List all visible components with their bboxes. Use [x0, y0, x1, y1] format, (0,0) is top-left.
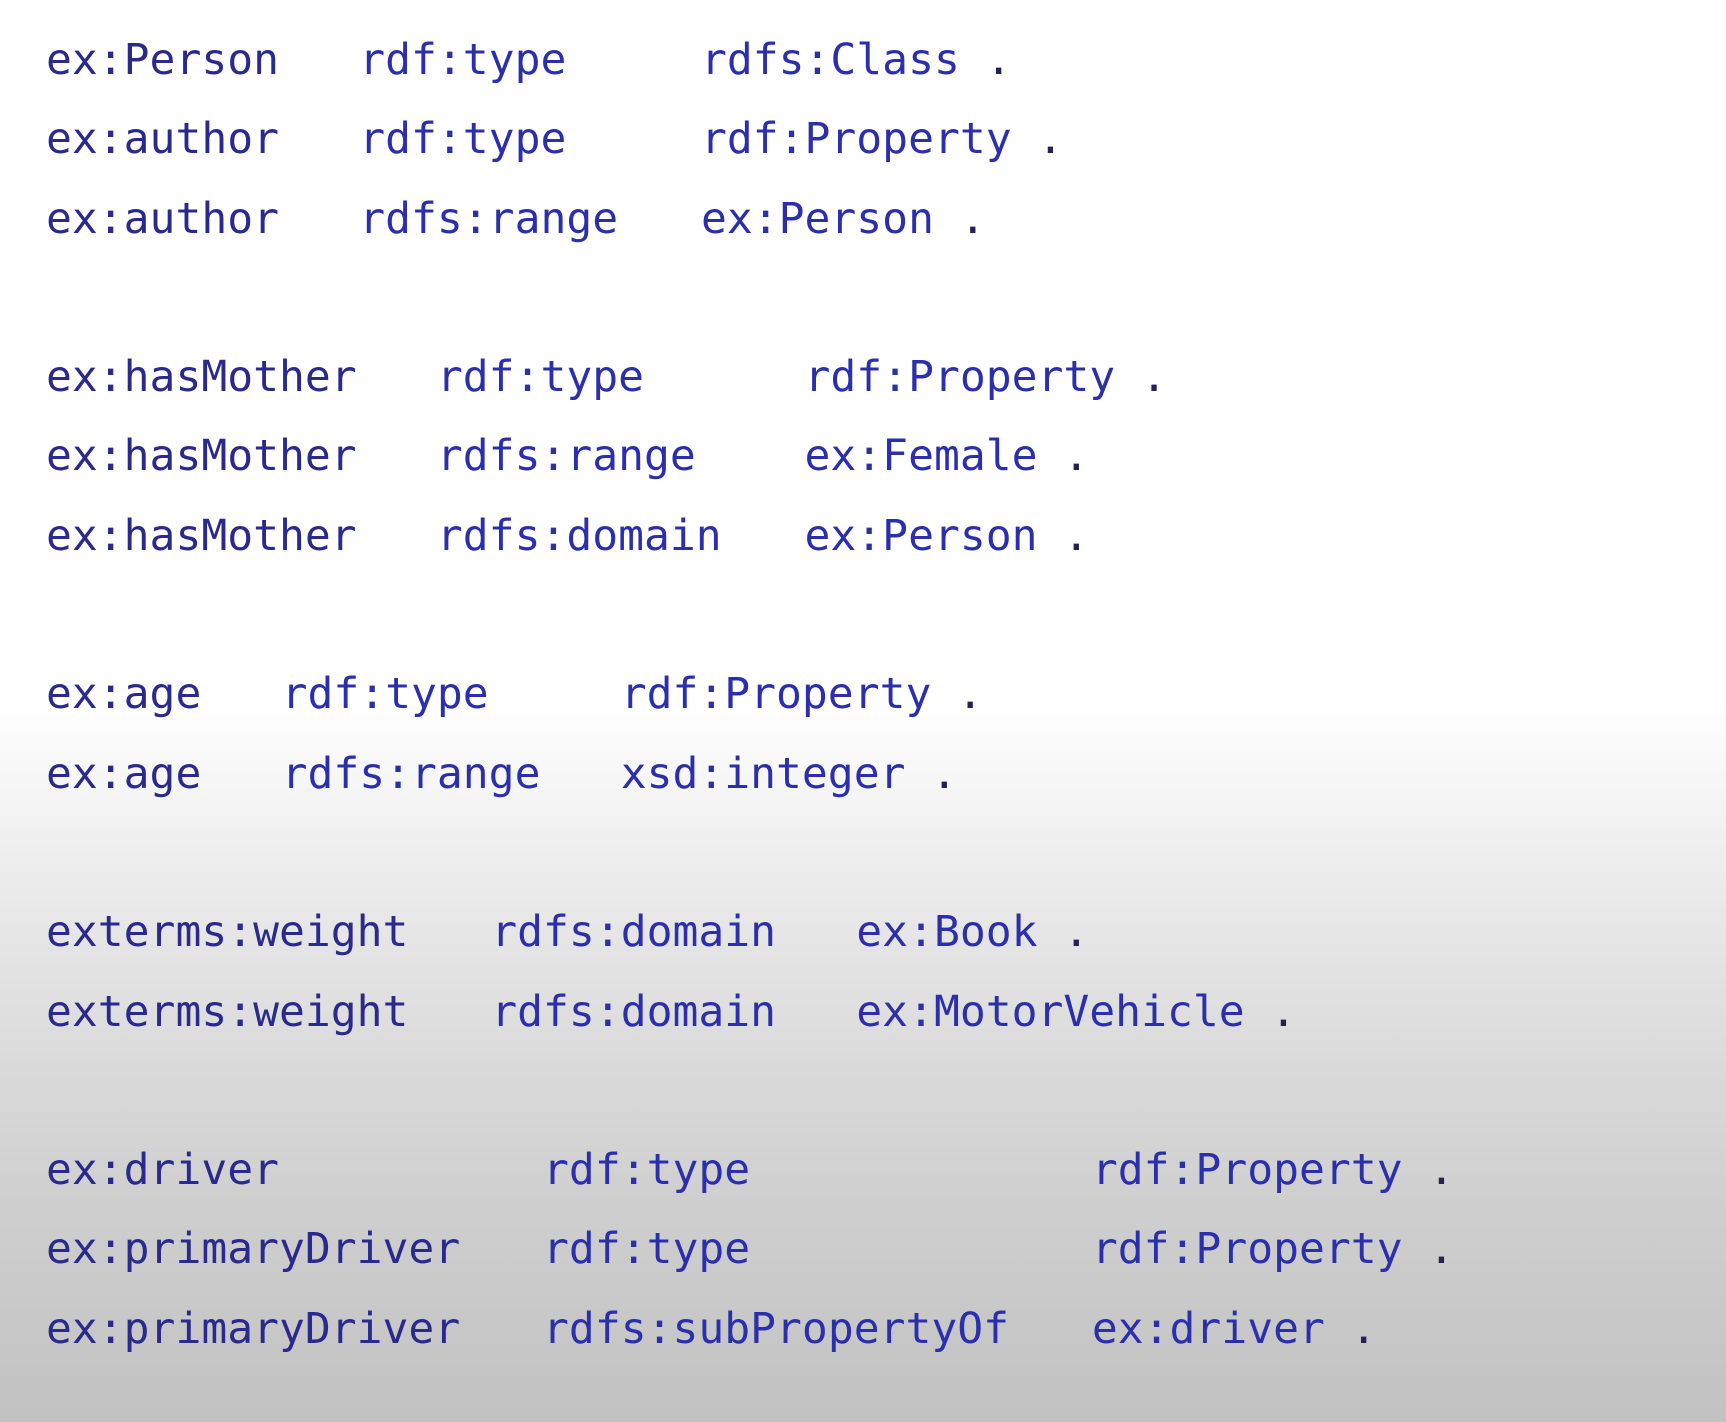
- object-text: ex:MotorVehicle: [856, 986, 1245, 1037]
- statement-terminator: .: [959, 193, 986, 244]
- triple-subject: exterms:weight: [46, 907, 409, 958]
- triple-subject: ex:hasMother: [46, 431, 357, 482]
- triple-row: ex:hasMother rdfs:range ex:Female .: [46, 417, 1726, 496]
- triple-row: exterms:weight rdfs:domain ex:MotorVehicle…: [46, 973, 1726, 1052]
- statement-terminator: .: [957, 669, 984, 720]
- triple-object: rdfs:Class .: [701, 21, 1012, 100]
- triple-row: ex:primaryDriver rdf:type rdf:Property .: [46, 1210, 1726, 1289]
- object-text: ex:Person: [700, 193, 934, 244]
- triple-object: rdf:Property .: [805, 338, 1167, 417]
- statement-terminator: .: [985, 35, 1012, 85]
- triple-subject: ex:hasMother: [46, 352, 357, 403]
- triple-object: rdf:Property .: [701, 100, 1063, 179]
- triple-object: rdf:Property .: [1092, 1210, 1454, 1289]
- object-text: ex:Book: [856, 907, 1038, 958]
- triple-row: ex:age rdfs:range xsd:integer .: [46, 735, 1726, 814]
- triple-subject: ex:hasMother: [46, 510, 357, 561]
- triple-object: ex:Person .: [805, 497, 1090, 576]
- triple-subject: ex:driver: [46, 1145, 279, 1196]
- object-text: rdf:Property: [804, 352, 1116, 403]
- triple-object: ex:driver .: [1092, 1290, 1377, 1369]
- triple-predicate: rdfs:subPropertyOf: [543, 1303, 1010, 1354]
- triple-predicate: rdfs:domain: [491, 986, 777, 1037]
- object-text: rdf:Property: [620, 669, 932, 720]
- statement-terminator: .: [1063, 510, 1090, 561]
- triple-subject: exterms:weight: [46, 986, 409, 1037]
- object-text: ex:driver: [1091, 1303, 1325, 1354]
- triple-predicate: rdf:type: [359, 114, 567, 165]
- triple-group: ex:age rdf:type rdf:Property . ex:age rdfs:r…: [46, 655, 1726, 814]
- object-text: xsd:integer: [620, 748, 906, 799]
- statement-terminator: .: [1428, 1145, 1455, 1196]
- triple-predicate: rdfs:range: [359, 193, 619, 244]
- triple-subject: ex:age: [46, 669, 202, 720]
- triple-object: ex:Person .: [701, 180, 986, 259]
- triple-row: ex:hasMother rdf:type rdf:Property .: [46, 338, 1726, 417]
- triple-subject: ex:Person: [46, 35, 279, 85]
- triple-object: ex:Female .: [805, 417, 1090, 496]
- statement-terminator: .: [1037, 114, 1064, 165]
- triple-object: rdf:Property .: [1092, 1131, 1454, 1210]
- object-text: ex:Female: [804, 431, 1038, 482]
- statement-terminator: .: [1270, 986, 1297, 1037]
- statement-terminator: .: [1063, 431, 1090, 482]
- triple-group: ex:Person rdf:type rdfs:Class . ex:author rd…: [46, 21, 1726, 259]
- statement-terminator: .: [1063, 907, 1090, 958]
- triple-subject: ex:author: [46, 193, 279, 244]
- triple-row: ex:author rdfs:range ex:Person .: [46, 180, 1726, 259]
- statement-terminator: .: [931, 748, 958, 799]
- object-text: rdf:Property: [1091, 1145, 1403, 1196]
- triple-predicate: rdf:type: [543, 1145, 751, 1196]
- triple-predicate: rdf:type: [543, 1224, 751, 1275]
- triple-row: ex:author rdf:type rdf:Property .: [46, 100, 1726, 179]
- triple-subject: ex:author: [46, 114, 279, 165]
- triple-predicate: rdfs:range: [281, 748, 541, 799]
- object-text: rdf:Property: [700, 114, 1012, 165]
- triple-subject: ex:age: [46, 748, 202, 799]
- triple-row: ex:hasMother rdfs:domain ex:Person .: [46, 497, 1726, 576]
- triple-predicate: rdf:type: [436, 352, 645, 403]
- statement-terminator: .: [1350, 1303, 1377, 1354]
- triple-predicate: rdf:type: [359, 35, 567, 85]
- triple-row: ex:Person rdf:type rdfs:Class .: [46, 21, 1726, 100]
- triple-object: rdf:Property .: [621, 655, 983, 734]
- triple-predicate: rdfs:domain: [491, 907, 777, 958]
- triple-subject: ex:primaryDriver: [46, 1224, 461, 1275]
- triple-predicate: rdf:type: [281, 669, 489, 720]
- triple-predicate: rdfs:domain: [436, 510, 722, 561]
- triple-row: exterms:weight rdfs:domain ex:Book .: [46, 893, 1726, 972]
- statement-terminator: .: [1141, 352, 1167, 403]
- triple-object: xsd:integer .: [621, 735, 958, 814]
- object-text: rdfs:Class: [700, 35, 960, 85]
- triple-row: ex:age rdf:type rdf:Property .: [46, 655, 1726, 734]
- statement-terminator: .: [1428, 1224, 1455, 1275]
- triple-row: ex:primaryDriver rdfs:subPropertyOf ex:dri…: [46, 1290, 1726, 1369]
- rdf-triples-document: ex:Person rdf:type rdfs:Class . ex:author rd…: [46, 21, 1726, 1369]
- triple-object: ex:MotorVehicle .: [856, 973, 1296, 1052]
- triple-predicate: rdfs:range: [436, 431, 696, 482]
- triple-object: ex:Book .: [856, 893, 1089, 972]
- triple-row: ex:driver rdf:type rdf:Property .: [46, 1131, 1726, 1210]
- object-text: ex:Person: [804, 510, 1038, 561]
- object-text: rdf:Property: [1091, 1224, 1403, 1275]
- triple-subject: ex:primaryDriver: [46, 1303, 461, 1354]
